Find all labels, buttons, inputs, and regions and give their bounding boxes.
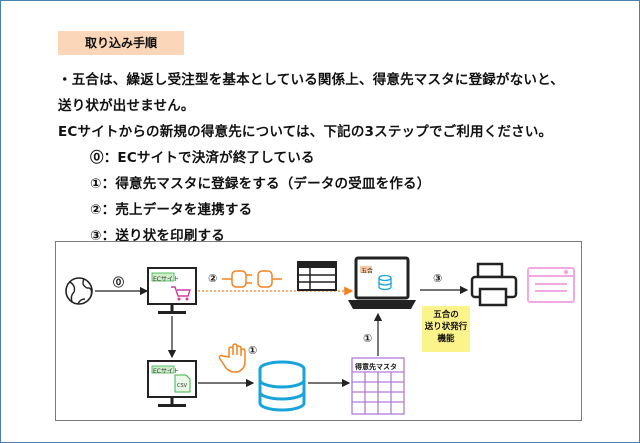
ec-site-label-bottom: ECサイト [153,368,179,375]
table-icon [297,261,337,291]
monitor-icon-bottom [147,360,197,407]
note-line-3: 機能 [437,334,455,344]
step-line-3: ③：送り状を印刷する [90,228,225,244]
hand-icon [218,343,246,373]
step-line-1: ①：得意先マスタに登録をする（データの受皿を作る） [90,176,431,192]
csv-file-icon [174,374,191,393]
step1b-label: ① [363,332,373,345]
database-icon-small [378,274,392,291]
step1a-label: ① [248,344,258,357]
globe-icon [65,277,93,305]
step0-label: ⓪ [113,276,124,289]
gogo-screen-label: 五合 [361,268,374,275]
heading-badge: 取り込み手順 [58,31,184,55]
text-line-3: ECサイトからの新規の得意先については、下記の3ステップでご利用ください。 [58,124,553,140]
printer-icon [470,262,518,307]
plug-connector-icon [222,270,282,288]
csv-label: CSV [177,383,188,389]
browser-window-icon [527,267,575,303]
ec-site-label-top: ECサイト [153,276,179,283]
note-line-1: 五合の [433,310,459,320]
cart-icon [171,286,191,301]
laptop-icon [348,256,416,309]
step2-label: ② [208,272,218,285]
monitor-icon [147,267,197,314]
step-line-2: ②：売上データを連携する [90,202,253,218]
spreadsheet-icon [351,357,405,415]
step-line-0: ⓪：ECサイトで決済が終了している [90,150,315,166]
print-function-note: 五合の 送り状発行 機能 [422,306,470,352]
text-line-1: ・五合は、繰返し受注型を基本としている関係上、得意先マスタに登録がないと、 [58,72,564,88]
note-line-2: 送り状発行 [424,322,468,332]
step3-label: ③ [433,272,443,285]
text-line-2: 送り状が出せません。 [58,98,195,114]
master-label: 得意先マスタ [355,363,397,371]
database-icon [258,360,306,412]
